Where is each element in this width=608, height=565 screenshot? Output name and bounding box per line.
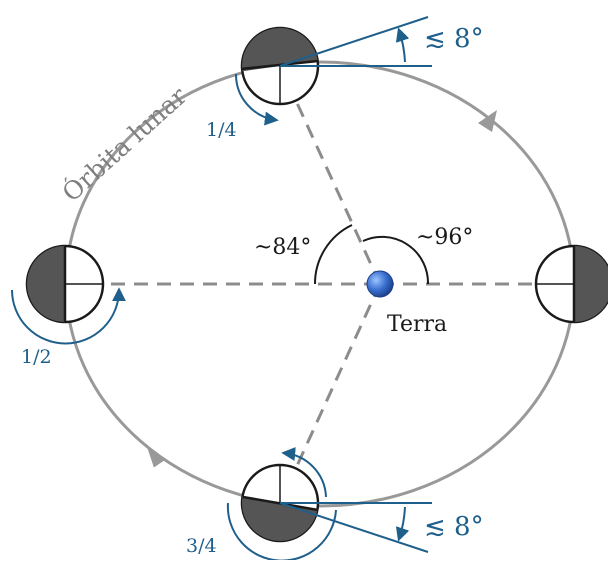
phase-label-top: 1/4 xyxy=(206,119,237,141)
tilt-arc-top xyxy=(399,30,405,62)
angle-arc-left xyxy=(315,225,352,284)
moon-last-quarter xyxy=(236,465,318,547)
orbit-direction-arrow-left xyxy=(145,448,167,469)
earth xyxy=(367,271,393,297)
moon-new xyxy=(536,246,608,322)
tilt-label-bottom: ≲ 8° xyxy=(424,512,484,542)
earth-label: Terra xyxy=(387,312,447,337)
tilt-label-top: ≲ 8° xyxy=(424,24,484,54)
tilt-arc-bottom xyxy=(399,507,405,539)
moon-first-quarter xyxy=(237,23,318,104)
phase-label-bottom: 3/4 xyxy=(186,535,217,557)
phase-label-left: 1/2 xyxy=(21,346,52,368)
angle-label-right: ~96° xyxy=(416,225,473,250)
moon-full xyxy=(27,246,103,322)
angle-label-left: ~84° xyxy=(254,235,311,260)
orbit-label: Órbita lunar xyxy=(57,81,193,207)
